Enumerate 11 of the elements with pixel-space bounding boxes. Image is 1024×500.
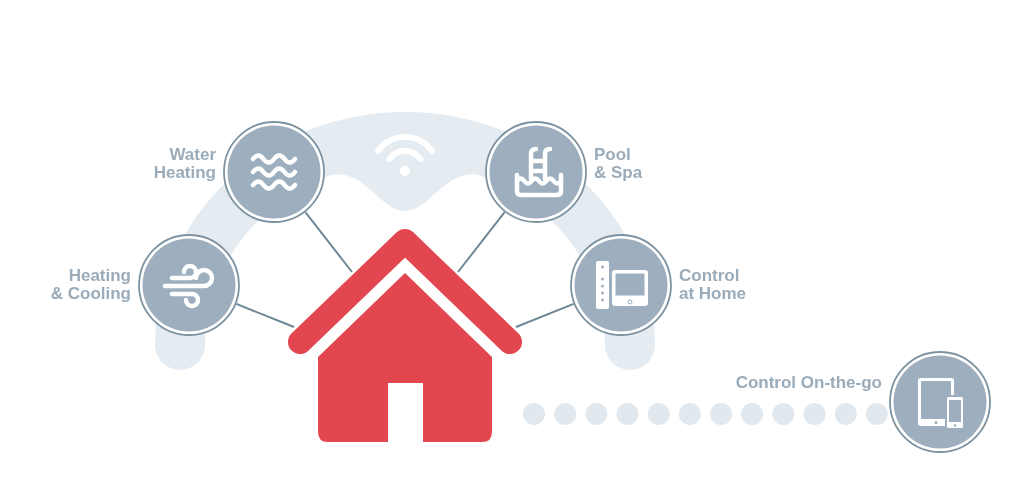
node-label: Pool & Spa: [594, 146, 643, 182]
node-label: Heating & Cooling: [50, 267, 131, 303]
connector-line: [304, 211, 353, 273]
connector-line: [515, 302, 575, 328]
connector-line: [457, 211, 506, 273]
connector-line: [235, 302, 295, 328]
node-label: Control On-the-go: [735, 374, 882, 392]
dotted-connector: [523, 403, 888, 425]
node-label: Control at Home: [679, 267, 747, 303]
house-illustration: [288, 228, 522, 442]
node-label: Water Heating: [153, 146, 216, 182]
